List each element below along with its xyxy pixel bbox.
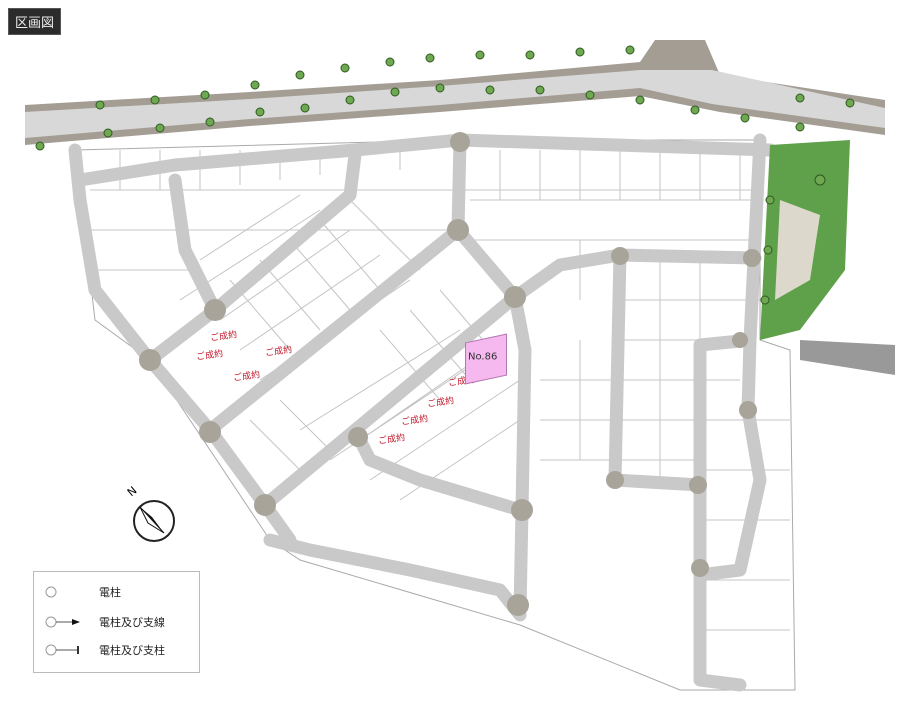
park-plaza <box>775 200 820 300</box>
map-title: 区画図 <box>8 8 62 35</box>
lot-no-86[interactable]: No.86 <box>465 333 507 385</box>
legend-item: 電柱 <box>44 584 121 600</box>
pole-guy-wire-icon <box>45 616 80 628</box>
legend: 電柱 電柱及び支線 電柱及び支柱 <box>33 571 200 673</box>
north-arrow: N <box>118 483 182 551</box>
intersections <box>139 132 761 616</box>
legend-item: 電柱及び支線 <box>44 614 165 630</box>
legend-item: 電柱及び支柱 <box>44 642 165 658</box>
pole-icon <box>45 586 57 598</box>
main-road-surface <box>25 70 885 138</box>
pole-support-icon <box>45 644 79 656</box>
lot-number: No.86 <box>468 351 498 363</box>
street-trees <box>35 45 855 305</box>
neighbor-building <box>800 340 895 375</box>
